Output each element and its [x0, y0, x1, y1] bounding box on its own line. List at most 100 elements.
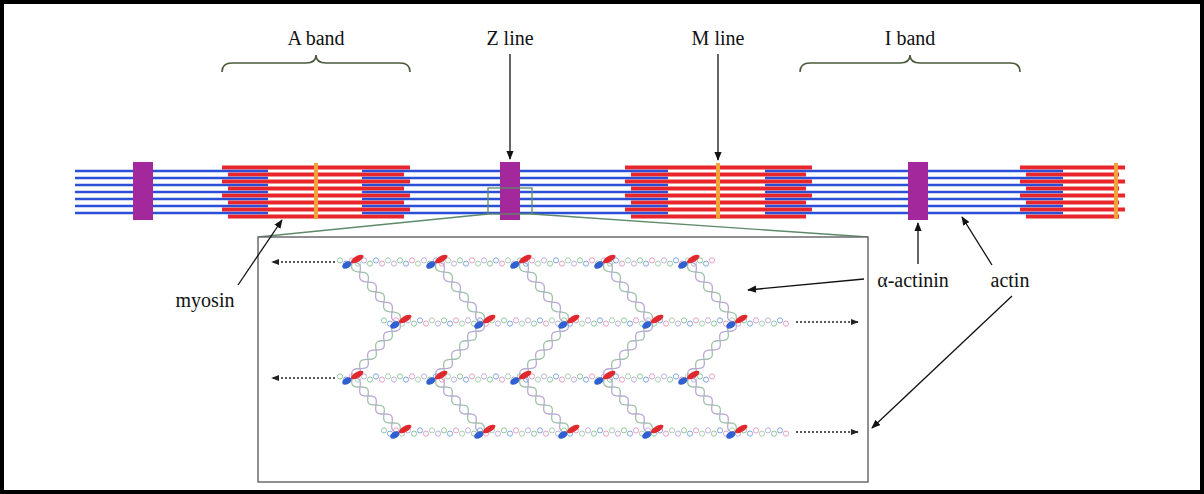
actin-bead — [337, 258, 342, 263]
red-domain — [398, 423, 413, 435]
actin-bead — [621, 428, 626, 433]
blue-domain — [425, 376, 437, 387]
actinin-rod — [604, 322, 652, 378]
actin-bead — [501, 318, 506, 323]
actin-bead — [481, 258, 486, 263]
actin-bead — [637, 258, 642, 263]
actin-bead — [373, 258, 378, 263]
m-line — [314, 163, 318, 219]
actin-bead — [655, 261, 660, 266]
actin-bead — [481, 374, 486, 379]
actinin-rod — [352, 262, 400, 322]
actin-bead — [777, 428, 782, 433]
actin-bead — [415, 377, 420, 382]
actinin-rod — [520, 378, 568, 432]
actin-bead — [669, 428, 674, 433]
actin-bead — [507, 431, 512, 436]
band-label: A band — [287, 26, 344, 50]
actin-bead — [675, 431, 680, 436]
blue-domain — [641, 320, 653, 331]
actin-bead — [535, 377, 540, 382]
actin-bead — [403, 377, 408, 382]
actin-bead — [633, 318, 638, 323]
actin-bead — [417, 318, 422, 323]
actin-bead — [543, 431, 548, 436]
actin-bead — [453, 428, 458, 433]
z-disc — [908, 162, 928, 220]
actinin-rod — [352, 322, 400, 378]
binding-site — [677, 369, 701, 386]
actin-bead — [589, 258, 594, 263]
binding-site — [425, 369, 449, 386]
actin-bead — [381, 428, 386, 433]
actin-bead — [463, 377, 468, 382]
binding-site — [341, 253, 365, 270]
binding-site — [509, 369, 533, 386]
blue-domain — [677, 260, 689, 271]
actin-bead — [765, 428, 770, 433]
blue-domain — [425, 260, 437, 271]
actin-bead — [615, 321, 620, 326]
actin-bead — [687, 321, 692, 326]
actin-bead — [663, 431, 668, 436]
blue-domain — [509, 376, 521, 387]
z-disc — [133, 162, 153, 220]
actin-bead — [747, 431, 752, 436]
actin-bead — [457, 258, 462, 263]
actin-bead — [559, 377, 564, 382]
leader-arrow — [509, 54, 510, 159]
actin-bead — [777, 318, 782, 323]
actin-bead — [637, 374, 642, 379]
actin-bead — [783, 321, 788, 326]
filament-group — [75, 168, 1125, 217]
actin-bead — [693, 428, 698, 433]
actin-bead — [655, 377, 660, 382]
red-domain — [686, 253, 701, 265]
actin-bead — [585, 428, 590, 433]
actin-bead — [513, 318, 518, 323]
line-label: M line — [692, 26, 745, 50]
actin-bead — [337, 374, 342, 379]
actin-bead — [703, 377, 708, 382]
actin-bead — [367, 261, 372, 266]
actin-bead — [649, 374, 654, 379]
actin-bead — [367, 377, 372, 382]
blue-domain — [509, 260, 521, 271]
binding-site — [641, 423, 665, 440]
blue-domain — [389, 430, 401, 441]
actin-bead — [475, 261, 480, 266]
protein-label: myosin — [176, 288, 235, 312]
actin-bead — [667, 377, 672, 382]
actin-bead — [469, 258, 474, 263]
binding-site — [677, 253, 701, 270]
actin-bead — [423, 321, 428, 326]
binding-site — [389, 423, 413, 440]
protein-label: actin — [991, 268, 1030, 292]
actin-bead — [559, 261, 564, 266]
actin-bead — [771, 321, 776, 326]
blue-domain — [473, 430, 485, 441]
blue-domain — [593, 260, 605, 271]
binding-site — [509, 253, 533, 270]
actin-bead — [717, 318, 722, 323]
actin-bead — [693, 318, 698, 323]
actin-bead — [619, 261, 624, 266]
actin-bead — [579, 321, 584, 326]
direction-arrow — [272, 377, 335, 378]
red-domain — [566, 313, 581, 325]
actin-bead — [499, 261, 504, 266]
red-domain — [518, 253, 533, 265]
actinin-rod — [352, 378, 400, 432]
actin-bead — [547, 377, 552, 382]
actin-bead — [627, 431, 632, 436]
actin-bead — [597, 318, 602, 323]
red-domain — [518, 369, 533, 381]
actin-bead — [597, 428, 602, 433]
actin-bead — [681, 428, 686, 433]
actin-bead — [463, 261, 468, 266]
actin-bead — [649, 258, 654, 263]
actin-bead — [603, 321, 608, 326]
direction-arrow — [272, 261, 335, 262]
actin-bead — [625, 258, 630, 263]
